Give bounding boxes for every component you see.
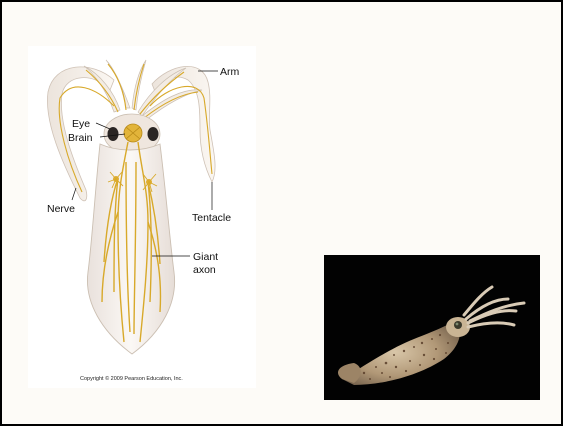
label-axon: axon	[193, 264, 216, 276]
label-tentacle: Tentacle	[192, 212, 231, 224]
label-arm: Arm	[220, 66, 240, 78]
squid-mantle	[87, 144, 174, 354]
squid-photo	[324, 255, 540, 400]
right-eye	[148, 127, 159, 141]
label-nerve: Nerve	[47, 203, 75, 215]
squid-photo-image	[324, 255, 540, 400]
label-giant: Giant	[193, 251, 218, 263]
label-eye: Eye	[72, 118, 90, 130]
copyright-text: Copyright © 2009 Pearson Education, Inc.	[80, 375, 183, 382]
left-eye	[108, 127, 119, 141]
label-brain: Brain	[68, 132, 93, 144]
